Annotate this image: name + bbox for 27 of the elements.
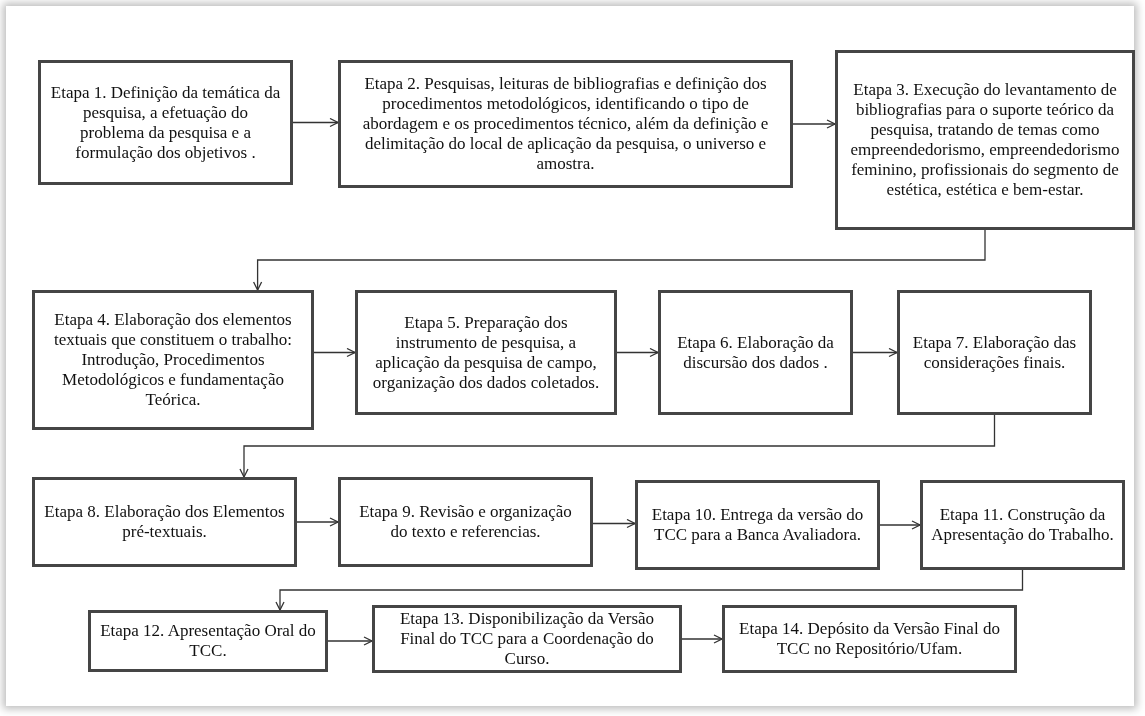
process-box: Etapa 11. Construção da Apresentação do Trabalho. (920, 480, 1125, 570)
arrow (879, 520, 921, 530)
arrow (275, 569, 1024, 611)
process-box: Etapa 2. Pesquisas, leituras de bibliografias e definição dos procedimentos metodológicos, identificando o tipo de abordagem e os procedimentos técnico, além da definição e delimitação do local de aplicação da pesquisa, o universo e amostra. (338, 60, 793, 188)
arrow (681, 634, 723, 644)
process-box: Etapa 3. Execução do levantamento de bibliografias para o suporte teórico da pesquisa, tratando de temas como empreendedorismo, empreendedorismo feminino, profissionais do segmento de estética, estética e bem-estar. (835, 50, 1135, 230)
process-box: Etapa 13. Disponibilização da Versão Final do TCC para a Coordenação do Curso. (372, 605, 682, 673)
arrow (252, 229, 986, 291)
arrow (592, 518, 636, 529)
arrow (792, 119, 836, 129)
process-box: Etapa 4. Elaboração dos elementos textuais que constituem o trabalho: Introdução, Procedimentos Metodológicos e fundamentação Teórica. (32, 290, 314, 430)
arrow (292, 117, 339, 128)
arrow (239, 414, 996, 478)
arrow (852, 347, 898, 358)
process-box: Etapa 6. Elaboração da discursão dos dados . (658, 290, 853, 415)
process-box: Etapa 10. Entrega da versão do TCC para a Banca Avaliadora. (635, 480, 880, 570)
process-box: Etapa 8. Elaboração dos Elementos pré-textuais. (32, 477, 297, 567)
process-box: Etapa 7. Elaboração das considerações finais. (897, 290, 1092, 415)
process-box: Etapa 1. Definição da temática da pesquisa, a efetuação do problema da pesquisa e a formulação dos objetivos . (38, 60, 293, 185)
arrow (296, 517, 339, 527)
arrow (313, 347, 356, 358)
process-box: Etapa 14. Depósito da Versão Final do TCC no Repositório/Ufam. (722, 605, 1017, 673)
process-box: Etapa 12. Apresentação Oral do TCC. (88, 610, 328, 672)
arrow (327, 636, 373, 646)
arrow (616, 347, 659, 358)
process-box: Etapa 9. Revisão e organização do texto e referencias. (338, 477, 593, 567)
process-box: Etapa 5. Preparação dos instrumento de pesquisa, a aplicação da pesquisa de campo, organização dos dados coletados. (355, 290, 617, 415)
